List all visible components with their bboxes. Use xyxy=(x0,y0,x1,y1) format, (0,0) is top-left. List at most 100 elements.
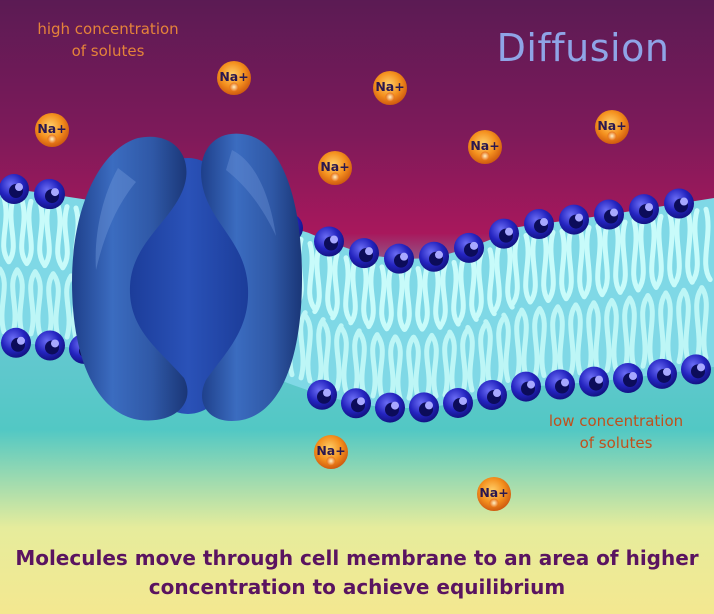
lipid-head-shine xyxy=(470,241,478,250)
lipid-tail xyxy=(487,247,497,317)
lipid-tail xyxy=(478,322,488,391)
lipid-tail xyxy=(523,233,533,305)
lipid-head-shine xyxy=(575,213,583,222)
lipid-tail xyxy=(586,301,596,375)
lipid-tail xyxy=(64,273,74,340)
ion-sphere xyxy=(217,61,251,95)
caption-line1: Molecules move through cell membrane to … xyxy=(15,546,699,570)
caption-line2: concentration to achieve equilibrium xyxy=(148,575,566,599)
lipid-tail xyxy=(528,231,538,304)
ion-label: Na+ xyxy=(219,69,248,84)
lipid-tail xyxy=(640,294,650,369)
sodium-ions: Na+Na+Na+Na+Na+Na+Na+Na+ xyxy=(35,61,629,511)
lipid-tail xyxy=(465,324,475,393)
lipid-tail xyxy=(447,329,457,397)
lipid-tail xyxy=(613,220,623,295)
lipid-tail xyxy=(699,285,709,361)
ion-dot xyxy=(326,456,336,466)
lipid-tail xyxy=(676,289,686,365)
lipid-head-shine xyxy=(391,401,399,410)
ion-sphere xyxy=(314,435,348,469)
lipid-tail xyxy=(636,216,646,292)
lipid-tail xyxy=(582,224,592,299)
lipid-tail xyxy=(501,312,511,383)
lipid-tail xyxy=(0,266,7,335)
lipid-tail xyxy=(492,243,502,313)
ion-sphere xyxy=(373,71,407,105)
lipid-tail xyxy=(645,292,655,368)
channel-protein xyxy=(72,133,302,421)
lipid-tail xyxy=(379,264,389,331)
protein-right-lobe xyxy=(201,133,302,421)
lipid-tail xyxy=(663,290,673,366)
lipid-tail xyxy=(312,244,322,315)
lipid-head-shine xyxy=(425,401,433,410)
ion-label: Na+ xyxy=(37,121,66,136)
lipid-tail xyxy=(591,300,601,374)
lipid-tail xyxy=(366,262,376,330)
lipid-tail xyxy=(28,269,38,337)
lipid-head-shine xyxy=(680,197,688,206)
lipid-tail xyxy=(420,265,430,331)
lipid-tail xyxy=(334,323,344,392)
lipid-tail xyxy=(609,297,619,372)
lipid-tail xyxy=(546,229,556,303)
lipid-tail xyxy=(352,328,362,396)
lipid-tail xyxy=(60,204,70,271)
lipid-tail xyxy=(654,213,664,289)
low-concentration-line2: of solutes xyxy=(579,434,653,452)
lipid-tail xyxy=(519,307,529,380)
ion-dot xyxy=(385,92,395,102)
lipid-tail xyxy=(37,200,47,268)
lipid-tail xyxy=(690,208,700,284)
ion-sphere xyxy=(318,151,352,185)
ion-label: Na+ xyxy=(597,118,626,133)
lipid-tail xyxy=(303,313,313,384)
lipid-tail xyxy=(15,268,25,336)
ion-dot xyxy=(47,134,57,144)
lipid-tail xyxy=(631,218,641,293)
lipid-tail xyxy=(496,315,506,386)
lipid-head-shine xyxy=(357,397,365,406)
ion-dot xyxy=(330,172,340,182)
lipid-tail xyxy=(316,317,326,387)
lipid-tail xyxy=(514,309,524,381)
lipid-tail xyxy=(357,330,367,398)
lipid-tail xyxy=(550,305,560,378)
lipid-tail xyxy=(681,287,691,363)
lipid-tail xyxy=(393,334,403,401)
lipid-head-shine xyxy=(459,396,467,405)
lipid-tail xyxy=(573,302,583,376)
lipid-tail xyxy=(483,319,493,389)
lipid-head-shine xyxy=(15,183,23,192)
lipid-tail xyxy=(595,223,605,298)
ion-dot xyxy=(607,131,617,141)
lipid-tail xyxy=(406,334,416,401)
lipid-head-shine xyxy=(610,208,618,217)
lipid-tail xyxy=(402,266,412,332)
lipid-tail xyxy=(370,332,380,399)
ion-dot xyxy=(480,151,490,161)
lipid-head-shine xyxy=(400,252,408,261)
lipid-head-shine xyxy=(540,218,548,227)
lipid-tail xyxy=(411,334,421,401)
lipid-tail xyxy=(627,295,637,370)
lipid-tail xyxy=(622,296,632,371)
sodium-ion: Na+ xyxy=(595,110,629,144)
lipid-tail xyxy=(424,333,434,400)
protein-highlight xyxy=(95,168,136,270)
protein-left-lobe xyxy=(72,136,188,421)
lipid-tail xyxy=(321,320,331,390)
lipid-tail xyxy=(348,258,358,326)
lipid-tail xyxy=(694,286,704,362)
ion-sphere xyxy=(35,113,69,147)
lipid-head-shine xyxy=(51,339,59,348)
lipid-head-shine xyxy=(323,388,331,397)
lipid-tail xyxy=(46,271,56,338)
lipid-tail xyxy=(456,257,466,325)
lipid-tail xyxy=(438,262,448,329)
diagram-title: Diffusion xyxy=(496,26,670,70)
lipid-tail xyxy=(685,209,695,285)
lipid-tail xyxy=(361,260,371,328)
lipid-tail xyxy=(42,201,52,269)
